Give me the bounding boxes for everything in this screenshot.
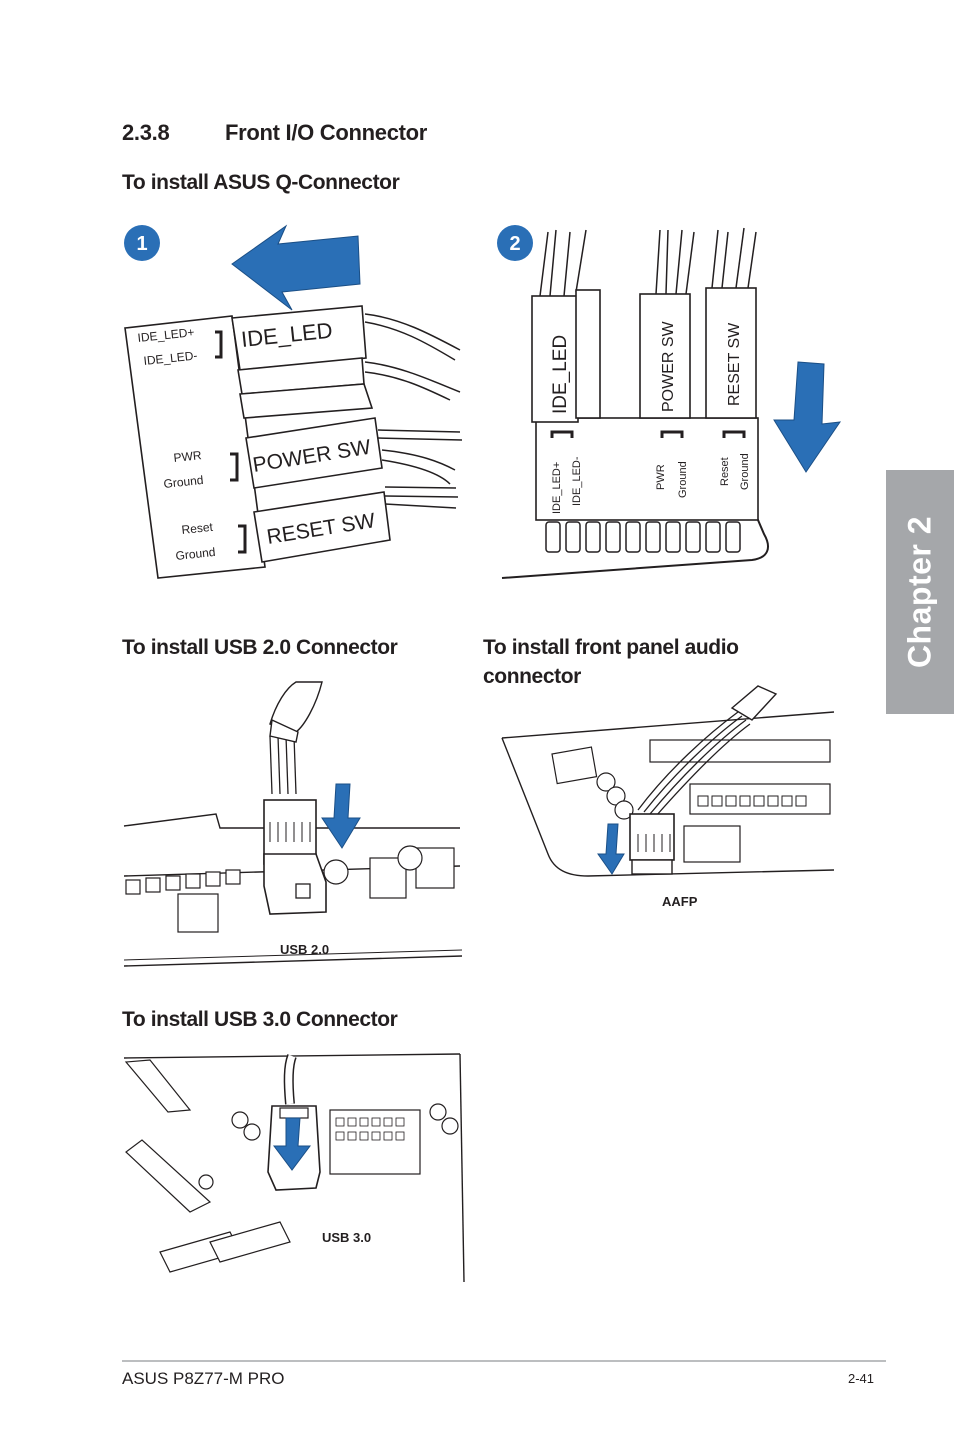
down-arrow-icon bbox=[773, 361, 842, 473]
footer-product-name: ASUS P8Z77-M PRO bbox=[122, 1369, 285, 1388]
usb2-heading: To install USB 2.0 Connector bbox=[122, 636, 398, 659]
fig2-label-pwr: PWR bbox=[655, 464, 667, 490]
fig1-label-ide-led-plus: IDE_LED+ bbox=[137, 325, 195, 345]
fig2-label-reset: Reset bbox=[719, 457, 731, 486]
fig2-plug-ide-led: IDE_LED bbox=[550, 335, 571, 414]
usb2-label: USB 2.0 bbox=[280, 942, 329, 957]
down-arrow-icon bbox=[597, 823, 625, 875]
usb3-figure: USB 3.0 bbox=[123, 1053, 465, 1283]
chapter-tab-label: Chapter 2 bbox=[901, 515, 938, 669]
section-number: 2.3.8 bbox=[122, 120, 170, 145]
usb2-figure: USB 2.0 bbox=[123, 681, 463, 967]
usb3-label: USB 3.0 bbox=[322, 1230, 371, 1245]
audio-heading-line1: To install front panel audio bbox=[483, 636, 739, 659]
section-title: Front I/O Connector bbox=[225, 120, 428, 145]
audio-heading: To install front panel audio connector bbox=[483, 633, 739, 691]
qconnector-heading: To install ASUS Q-Connector bbox=[122, 171, 400, 194]
left-arrow-icon bbox=[231, 224, 361, 311]
fig2-label-ide-led-plus: IDE_LED+ bbox=[551, 462, 563, 514]
fig1-label-ground-1: Ground bbox=[163, 473, 204, 491]
audio-figure: AAFP bbox=[501, 685, 835, 909]
step-2-badge bbox=[497, 225, 533, 261]
fig2-label-ide-led-minus: IDE_LED- bbox=[571, 456, 583, 506]
fig2-label-ground-1: Ground bbox=[677, 461, 689, 498]
fig1-label-pwr: PWR bbox=[173, 448, 203, 465]
footer-rule bbox=[122, 1360, 886, 1362]
step-1-number: 1 bbox=[136, 233, 147, 255]
fig2-plug-power-sw: POWER SW bbox=[660, 320, 677, 412]
usb3-heading: To install USB 3.0 Connector bbox=[122, 1008, 398, 1031]
down-arrow-icon bbox=[321, 783, 361, 849]
footer-page-number: 2-41 bbox=[848, 1371, 875, 1386]
fig2-plug-reset-sw: RESET SW bbox=[726, 322, 743, 406]
fig1-label-reset: Reset bbox=[181, 520, 214, 537]
fig2-label-ground-2: Ground bbox=[739, 453, 751, 490]
step-2-number: 2 bbox=[509, 233, 520, 255]
audio-label: AAFP bbox=[662, 894, 698, 909]
qconnector-step2-figure: 2 IDE_LED POWER SW RESET SW IDE_LED+ IDE… bbox=[497, 225, 842, 579]
audio-heading-line2: connector bbox=[483, 665, 581, 688]
down-arrow-icon bbox=[273, 1117, 311, 1171]
chapter-tab: Chapter 2 bbox=[886, 470, 954, 714]
fig1-label-ide-led-minus: IDE_LED- bbox=[143, 348, 198, 368]
fig1-label-ground-2: Ground bbox=[175, 545, 216, 563]
qconnector-step1-figure: 1 IDE_LED+ IDE_LED- PWR Ground Reset Gro… bbox=[124, 224, 463, 579]
step-1-badge bbox=[124, 225, 160, 261]
